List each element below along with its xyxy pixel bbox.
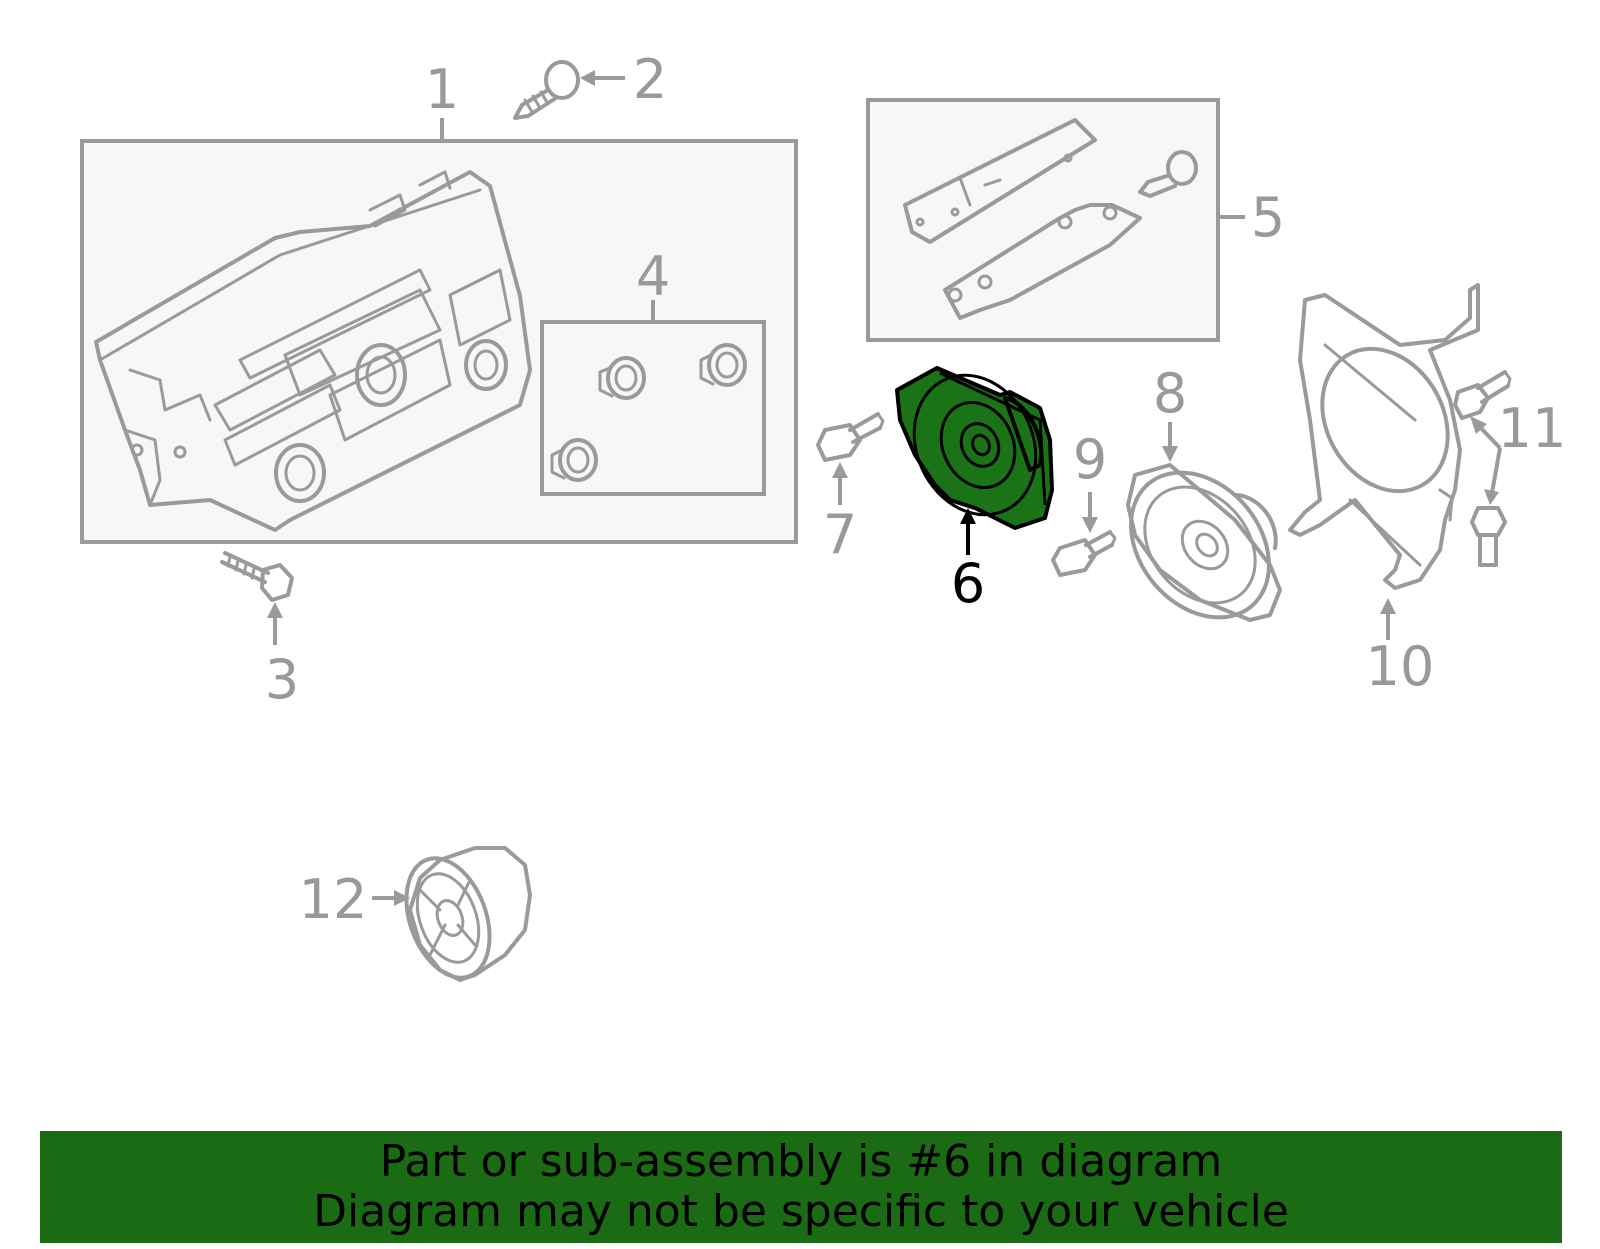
callout-2: 2: [633, 48, 667, 111]
callout-4: 4: [636, 245, 670, 308]
part-3-bolt[interactable]: [220, 551, 294, 645]
callout-9: 9: [1073, 428, 1107, 491]
part-5-brackets[interactable]: [866, 98, 1245, 342]
info-banner: Part or sub-assembly is #6 in diagram Di…: [40, 1131, 1562, 1243]
part-9-bolt[interactable]: [1051, 492, 1117, 577]
callout-8: 8: [1153, 362, 1187, 425]
banner-disclaimer: Diagram may not be specific to your vehi…: [313, 1186, 1289, 1237]
part-8-speaker[interactable]: [1103, 422, 1298, 645]
part-10-bracket[interactable]: [1288, 283, 1480, 640]
part-6-speaker-highlighted[interactable]: [892, 355, 1058, 555]
part-4-knobs[interactable]: [540, 300, 766, 496]
callout-6: 6: [951, 552, 985, 615]
callout-3: 3: [265, 648, 299, 711]
callout-7: 7: [823, 503, 857, 566]
callout-11: 11: [1498, 397, 1567, 460]
part-11-bolts[interactable]: [1453, 370, 1512, 567]
banner-part-info: Part or sub-assembly is #6 in diagram: [379, 1136, 1223, 1187]
part-2-screw[interactable]: [513, 60, 625, 120]
callout-10: 10: [1366, 635, 1435, 698]
callout-5: 5: [1251, 186, 1285, 249]
part-12-tweeter[interactable]: [372, 846, 532, 990]
callout-1: 1: [425, 58, 459, 121]
callout-12: 12: [299, 868, 368, 931]
part-7-bolt[interactable]: [816, 412, 885, 505]
